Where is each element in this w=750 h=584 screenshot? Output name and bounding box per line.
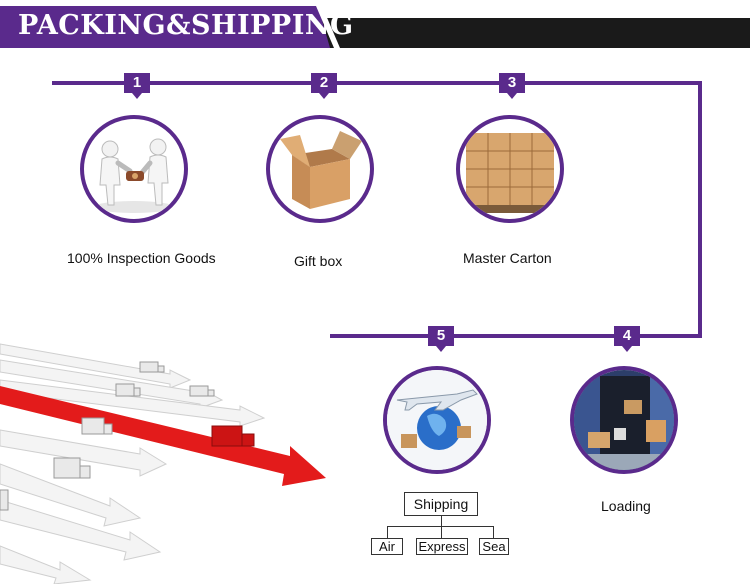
- master-carton-pallet-icon: [466, 133, 554, 213]
- header-title-panel: [0, 6, 330, 48]
- shipping-label-box: Shipping: [404, 492, 478, 516]
- step-5-badge: 5: [428, 326, 454, 352]
- step-4-badge: 4: [614, 326, 640, 352]
- flow-line-top: [52, 81, 702, 85]
- tree-leg-air: [387, 526, 388, 538]
- step-1-badge: 1: [124, 73, 150, 99]
- step-1-circle: [80, 115, 188, 223]
- step-2-badge: 2: [311, 73, 337, 99]
- gift-box-icon: [280, 131, 362, 209]
- tree-leg-express: [441, 526, 442, 538]
- logistics-arrows-illustration: [0, 343, 326, 584]
- shipping-plane-globe-icon: [387, 370, 487, 470]
- inspection-people-icon: [94, 138, 174, 213]
- step-3-badge: 3: [499, 73, 525, 99]
- step-3-label: Master Carton: [463, 250, 552, 266]
- step-4-label: Loading: [601, 498, 651, 514]
- step-1-label: 100% Inspection Goods: [67, 250, 216, 266]
- flow-line-right: [698, 81, 702, 338]
- step-5-circle: [383, 366, 491, 474]
- step-2-circle: [266, 115, 374, 223]
- page-title: PACKING&SHIPPING: [18, 10, 354, 41]
- shipping-option-air: Air: [371, 538, 403, 555]
- tree-leg-sea: [493, 526, 494, 538]
- shipping-option-express: Express: [416, 538, 468, 555]
- flow-line-bottom: [330, 334, 702, 338]
- step-3-circle: [456, 115, 564, 223]
- shipping-option-sea: Sea: [479, 538, 509, 555]
- tree-branch: [387, 526, 493, 527]
- tree-stem: [441, 516, 442, 526]
- step-4-circle: [570, 366, 678, 474]
- container-loading-icon: [574, 370, 674, 470]
- step-2-label: Gift box: [294, 253, 343, 269]
